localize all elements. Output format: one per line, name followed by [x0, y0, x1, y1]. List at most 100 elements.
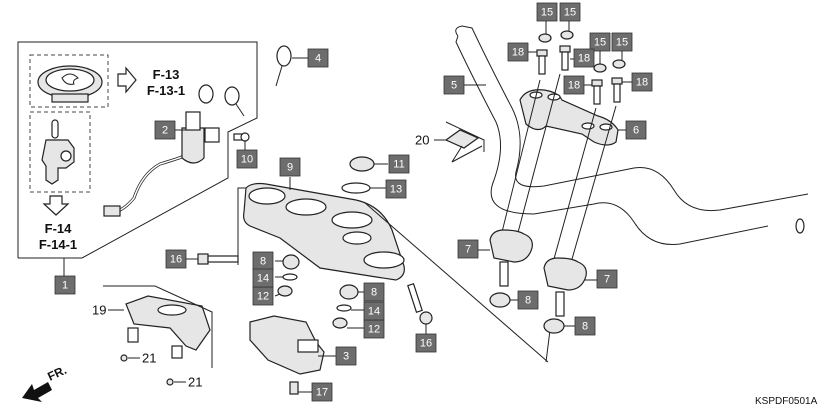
- callout-17: 17: [311, 382, 333, 402]
- callout-box: [154, 120, 176, 140]
- callout-19: 19: [92, 303, 106, 318]
- callout-number: 18: [512, 47, 524, 59]
- callout-box: [457, 239, 479, 259]
- callout-number: 15: [541, 7, 553, 19]
- callout-4: 4: [307, 48, 329, 68]
- arrow-down-icon: [42, 195, 70, 216]
- callout-number: 8: [260, 256, 266, 268]
- callout-12a: 12: [252, 286, 274, 306]
- nut-stack-mid-illustration: [332, 284, 359, 329]
- callout-box: [563, 75, 585, 95]
- callout-15c: 15: [589, 32, 611, 52]
- callout-box: [611, 32, 633, 52]
- callout-15a: 15: [536, 2, 558, 22]
- callout-16b: 16: [415, 333, 437, 353]
- bracket-3-illustration: [249, 315, 325, 375]
- callout-14b: 14: [363, 301, 385, 321]
- arrow-right-icon: [117, 66, 137, 94]
- callout-number: 14: [257, 273, 269, 285]
- front-direction-indicator: FR.: [22, 363, 69, 402]
- callout-1: 1: [54, 275, 76, 295]
- screw-21a-icon: [120, 354, 128, 362]
- screw-21b-icon: [166, 378, 174, 386]
- callout-number: 9: [287, 162, 293, 174]
- diagram-code: KSPDF0501A: [755, 396, 818, 407]
- screw-17-illustration: [289, 381, 299, 395]
- callout-number: 18: [636, 77, 648, 89]
- callout-box: [363, 282, 385, 302]
- leader-1-ext: [103, 285, 213, 368]
- bolt-16-left-illustration: [197, 253, 239, 265]
- callout-number: 15: [616, 37, 628, 49]
- assembly-line-a: [499, 79, 541, 241]
- callout-number: 15: [564, 7, 576, 19]
- callout-box: [165, 249, 187, 269]
- callout-box: [54, 275, 76, 295]
- callout-12b: 12: [363, 319, 385, 339]
- seat-lock-ref-1: F-14: [45, 221, 73, 236]
- callout-box: [517, 290, 539, 310]
- key-illustration: [275, 45, 292, 87]
- cap-15b-icon: [560, 30, 574, 40]
- callout-number: 15: [594, 37, 606, 49]
- callout-box: [625, 120, 647, 140]
- callout-15b: 15: [559, 2, 581, 22]
- callout-number: 8: [582, 321, 588, 333]
- callout-20: 20: [415, 133, 429, 148]
- callout-number: 18: [568, 80, 580, 92]
- callout-box: [536, 2, 558, 22]
- handlebar-illustration: [455, 25, 809, 246]
- upper-holder-illustration: [519, 89, 619, 146]
- callout-number: 11: [393, 159, 404, 171]
- callout-box: [307, 48, 329, 68]
- callout-number: 7: [604, 274, 610, 286]
- bolts-18-illustration: [536, 45, 623, 105]
- callout-box: [388, 154, 410, 174]
- callout-18d: 18: [631, 72, 653, 92]
- callout-box: [415, 333, 437, 353]
- fuel-cap-box: [29, 54, 109, 108]
- seat-lock-ref-2: F-14-1: [39, 237, 77, 252]
- fuel-cap-ref-2: F-13-1: [147, 83, 185, 98]
- callout-21b: 21: [188, 375, 202, 390]
- cover-19-illustration: [125, 295, 211, 359]
- callout-number: 16: [170, 254, 182, 266]
- callout-number: 10: [241, 154, 253, 166]
- callout-number: 8: [371, 287, 377, 299]
- bolt-16-right-illustration: [407, 283, 433, 325]
- lower-holder-7a-illustration: [489, 229, 533, 287]
- callout-number: 1: [62, 280, 68, 292]
- rubber-8c-icon: [489, 292, 511, 308]
- callout-box: [596, 269, 618, 289]
- callout-7a: 7: [457, 239, 479, 259]
- callout-number: 12: [257, 291, 269, 303]
- callout-2: 2: [154, 120, 176, 140]
- assembly-line-c: [551, 107, 597, 267]
- lower-holder-7b-illustration: [543, 257, 587, 317]
- callout-14a: 14: [252, 268, 274, 288]
- assembly-line-e: [545, 329, 551, 363]
- callout-number: 8: [525, 295, 531, 307]
- cap-nut-11-illustration: [349, 156, 375, 172]
- group-1-outline: [17, 41, 258, 259]
- fuel-cap-ref-1: F-13: [153, 67, 180, 82]
- callout-number: 3: [343, 351, 349, 363]
- cap-15a-icon: [538, 33, 552, 43]
- rubber-8d-icon: [543, 318, 565, 334]
- callout-box: [574, 316, 596, 336]
- callout-3: 3: [335, 346, 357, 366]
- callout-9: 9: [279, 157, 301, 177]
- callout-10: 10: [236, 149, 258, 169]
- callout-8b: 8: [363, 282, 385, 302]
- callout-box: [236, 149, 258, 169]
- emblem-20-illustration: [444, 121, 485, 163]
- callout-box: [559, 2, 581, 22]
- callout-number: 17: [316, 387, 328, 399]
- callout-number: 6: [633, 125, 639, 137]
- washer-13-illustration: [341, 182, 371, 194]
- callout-box: [252, 268, 274, 288]
- callout-8a: 8: [252, 251, 274, 271]
- callout-box: [385, 179, 407, 199]
